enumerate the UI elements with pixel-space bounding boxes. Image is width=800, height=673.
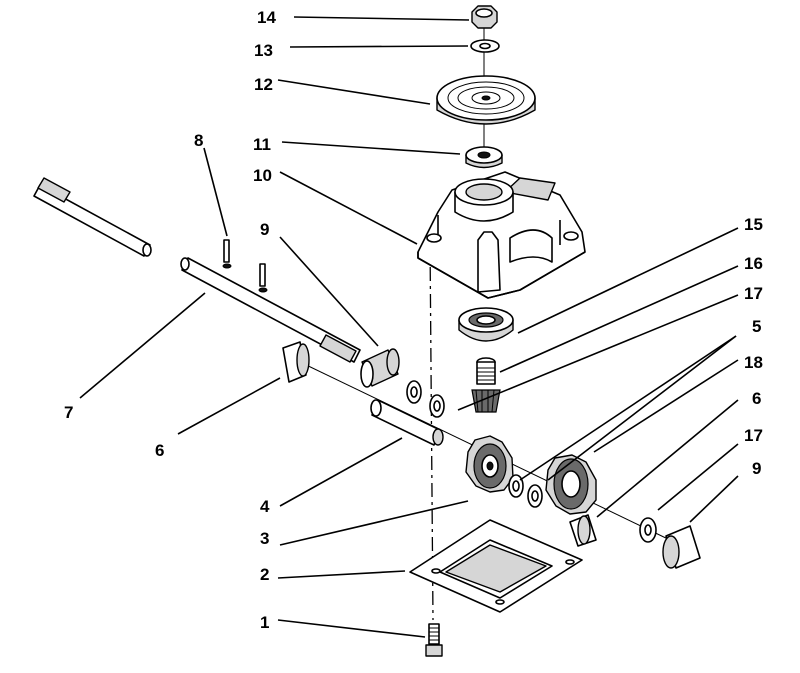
bearing-part-15 <box>458 307 514 342</box>
label-9-left: 9 <box>260 220 269 239</box>
bearing-block-part-6-left <box>282 341 310 383</box>
label-15: 15 <box>744 215 763 234</box>
label-4: 4 <box>260 497 270 516</box>
cover-plate-part-2 <box>409 519 583 613</box>
label-16: 16 <box>744 254 763 273</box>
label-13: 13 <box>254 41 273 60</box>
pinion-gear-part-17 <box>471 389 501 413</box>
bolt-part-1 <box>425 623 443 657</box>
axle-tube <box>33 177 152 257</box>
label-2: 2 <box>260 565 269 584</box>
label-9-right: 9 <box>752 459 761 478</box>
label-12: 12 <box>254 75 273 94</box>
label-18: 18 <box>744 353 763 372</box>
main-gear-part-3 <box>465 435 514 493</box>
pinion-shaft-part-16 <box>476 357 496 385</box>
label-1: 1 <box>260 613 269 632</box>
shaft-part-4 <box>370 399 444 446</box>
pulley-part-12 <box>436 75 536 125</box>
bearing-block-part-6-right <box>569 514 597 547</box>
label-6-left: 6 <box>155 441 164 460</box>
label-10: 10 <box>253 166 272 185</box>
washers-left <box>406 380 445 418</box>
bushing-part-9-left <box>360 348 400 388</box>
spacer-part-11 <box>465 146 503 169</box>
washer-part-17-right <box>639 517 657 543</box>
leader-lines <box>79 16 739 638</box>
hex-nut-part-14 <box>471 5 498 29</box>
label-17-top: 17 <box>744 284 763 303</box>
label-6-right: 6 <box>752 389 761 408</box>
roll-pins-part-8 <box>222 239 268 293</box>
washers-part-5 <box>508 474 543 508</box>
label-14: 14 <box>257 8 276 27</box>
washer-part-13 <box>470 39 500 53</box>
gearbox-housing-part-10 <box>417 171 586 299</box>
label-3: 3 <box>260 529 269 548</box>
label-17-right: 17 <box>744 426 763 445</box>
bushing-part-9-right <box>662 525 701 569</box>
axle-shaft-part-7 <box>180 257 361 363</box>
gear-part-18 <box>545 454 597 515</box>
label-7: 7 <box>64 403 73 422</box>
label-8: 8 <box>194 131 203 150</box>
label-11: 11 <box>253 135 271 154</box>
part-labels: 14 13 12 11 10 8 9 7 6 4 3 2 1 15 16 17 … <box>64 8 763 632</box>
label-5: 5 <box>752 317 761 336</box>
